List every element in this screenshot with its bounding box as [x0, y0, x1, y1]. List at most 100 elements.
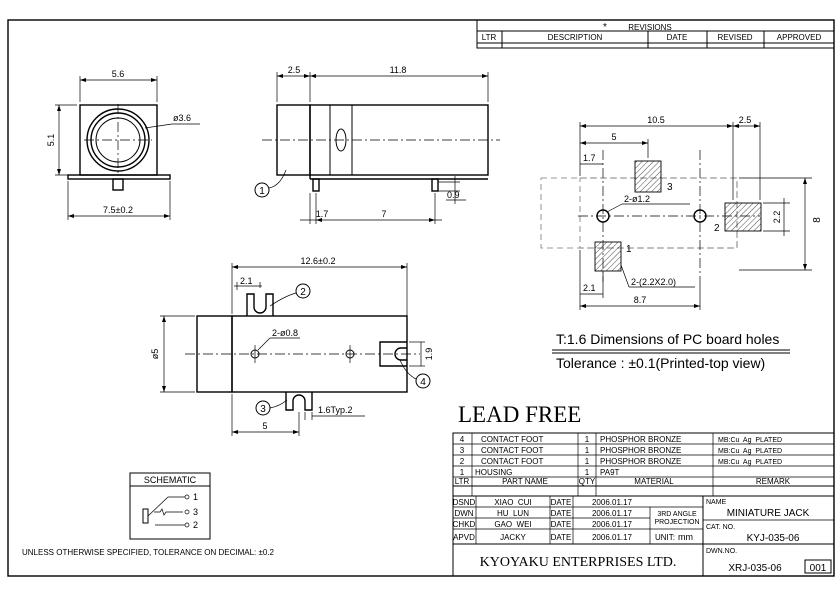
rev-header-ltr: LTR [482, 33, 497, 42]
schematic-pin-3: 3 [193, 507, 198, 517]
pcb-dim-holes: 2-ø1.2 [624, 194, 650, 204]
drawing-number: XRJ-035-06 [728, 563, 782, 574]
pcb-dim-pads: 2-(2.2X2.0) [631, 277, 676, 287]
schematic-box: SCHEMATIC 1 3 2 [129, 472, 211, 540]
bottom-dim-5-left: ø5 [150, 349, 160, 360]
bottom-dim-5: 5 [262, 421, 267, 431]
name-dwn: HU LUN [497, 509, 529, 518]
rev-header-description: DESCRIPTION [548, 33, 603, 42]
schematic-title: SCHEMATIC [144, 475, 197, 485]
bom-header-material: MATERIAL [634, 477, 674, 486]
cat-number: KYJ-035-06 [747, 533, 800, 544]
bom-row-2-remark: MB:Cu Ag PLATED [718, 448, 782, 455]
tolerance-note: UNLESS OTHERWISE SPECIFIED, TOLERANCE ON… [22, 548, 275, 557]
front-dim-width: 5.6 [112, 69, 125, 79]
cat-label: CAT. NO. [706, 524, 735, 531]
bom-header-part: PART NAME [502, 477, 548, 486]
date-chkd: 2006.01.17 [592, 520, 633, 529]
date-dwn: 2006.01.17 [592, 509, 633, 518]
bom-row-4-qty: 1 [585, 468, 590, 477]
bom-row-4-material: PA9T [600, 468, 620, 477]
bom-row-2-qty: 1 [585, 446, 590, 455]
sheet-number: 001 [810, 563, 827, 574]
bom-row-1-qty: 1 [585, 435, 590, 444]
date-apvd: 2006.01.17 [592, 533, 633, 542]
bom-header-qty: QTY [579, 477, 596, 486]
role-chkd: CHKD [453, 520, 476, 529]
bom-row-1-part: CONTACT FOOT [481, 435, 543, 444]
pad-label-3: 3 [667, 182, 673, 193]
bom-row-3-remark: MB:Cu Ag PLATED [718, 459, 782, 466]
side-dim-7: 7 [381, 209, 386, 219]
bottom-dim-2-1: 2.1 [240, 276, 253, 286]
pad-label-1: 1 [626, 244, 632, 255]
bottom-dim-1-9: 1.9 [424, 348, 434, 361]
role-dwn: DWN [454, 509, 473, 518]
role-dsnd: DSND [453, 498, 476, 507]
pad-label-2: 2 [714, 223, 720, 234]
pad-3 [634, 160, 662, 193]
bom-table: 4 CONTACT FOOT 1 PHOSPHOR BRONZE MB:Cu A… [452, 432, 835, 497]
lead-free-label: LEAD FREE [458, 402, 581, 427]
bom-row-3-material: PHOSPHOR BRONZE [600, 457, 681, 466]
dwn-label: DWN.NO. [706, 548, 737, 555]
pad-2 [724, 202, 762, 232]
schematic-pin-1: 1 [193, 492, 198, 502]
side-dim-1-7: 1.7 [316, 209, 329, 219]
pcb-dim-10-5: 10.5 [647, 115, 665, 125]
bom-row-3-qty: 1 [585, 457, 590, 466]
date-label-2: DATE [551, 509, 572, 518]
bottom-dim-holes: 2-ø0.8 [272, 328, 298, 338]
unit-label: UNIT: [655, 533, 675, 542]
front-dim-base: 7.5±0.2 [103, 205, 133, 215]
pcb-layout: 3 2 1 10.5 2.5 5 1.7 2-ø1.2 2.1 8.7 2-(2… [540, 115, 823, 310]
date-label-3: DATE [551, 520, 572, 529]
pcb-dim-8-7: 8.7 [634, 295, 647, 305]
pcb-dim-1-7: 1.7 [583, 153, 596, 163]
pcb-note-line2: Tolerance : ±0.1(Printed-top view) [556, 355, 765, 371]
balloon-1: 1 [259, 186, 265, 197]
name-dsnd: XIAO CUI [494, 498, 531, 507]
rev-header-date: DATE [667, 33, 688, 42]
sheet-border [7, 19, 835, 577]
bom-row-1-remark: MB:Cu Ag PLATED [718, 437, 782, 444]
bom-row-4-ltr: 1 [460, 468, 465, 477]
bom-row-2-material: PHOSPHOR BRONZE [600, 446, 681, 455]
name-label: NAME [706, 499, 727, 506]
date-label-1: DATE [551, 498, 572, 507]
date-label-4: DATE [551, 533, 572, 542]
rev-header-revised: REVISED [717, 33, 752, 42]
bom-row-1-ltr: 4 [460, 435, 465, 444]
pcb-dim-5: 5 [611, 132, 616, 142]
role-apvd: APVD [453, 533, 475, 542]
rev-header-approved: APPROVED [777, 33, 822, 42]
pcb-dim-2-5: 2.5 [739, 115, 752, 125]
part-name: MINIATURE JACK [727, 508, 810, 519]
bom-header-remark: REMARK [756, 477, 791, 486]
side-dim-front: 2.5 [288, 65, 301, 75]
projection-line1: 3RD ANGLE [657, 511, 697, 518]
bom-row-1-material: PHOSPHOR BRONZE [600, 435, 681, 444]
balloon-2: 2 [300, 287, 306, 298]
title-block: DSND DWN CHKD APVD XIAO CUI HU LUN GAO W… [452, 495, 835, 577]
pcb-note-line1: T:1.6 Dimensions of PC board holes [556, 331, 779, 347]
date-dsnd: 2006.01.17 [592, 498, 633, 507]
projection-line2: PROJECTION [654, 519, 699, 526]
unit-value: mm [678, 532, 693, 542]
bom-header-ltr: LTR [455, 477, 470, 486]
bom-row-3-ltr: 2 [460, 457, 465, 466]
name-chkd: GAO WEI [494, 520, 531, 529]
side-dim-0-9: 0.9 [447, 190, 460, 200]
side-dim-length: 11.8 [390, 65, 407, 75]
company-name: KYOYAKU ENTERPRISES LTD. [480, 555, 677, 570]
schematic-pin-2: 2 [193, 520, 198, 530]
front-dim-hole: ø3.6 [173, 113, 191, 123]
revisions-table: * REVISIONS LTR DESCRIPTION DATE REVISED… [476, 19, 835, 49]
front-dim-height: 5.1 [46, 134, 56, 147]
revisions-star: * [603, 22, 607, 33]
bottom-view: ø5 12.6±0.2 2.1 2-ø0.8 1.9 5 1.6Typ.2 [150, 256, 434, 436]
front-view: 5.6 5.1 ø3.6 7.5±0.2 [46, 69, 200, 220]
pad-1 [594, 241, 622, 272]
balloon-4: 4 [420, 377, 426, 388]
